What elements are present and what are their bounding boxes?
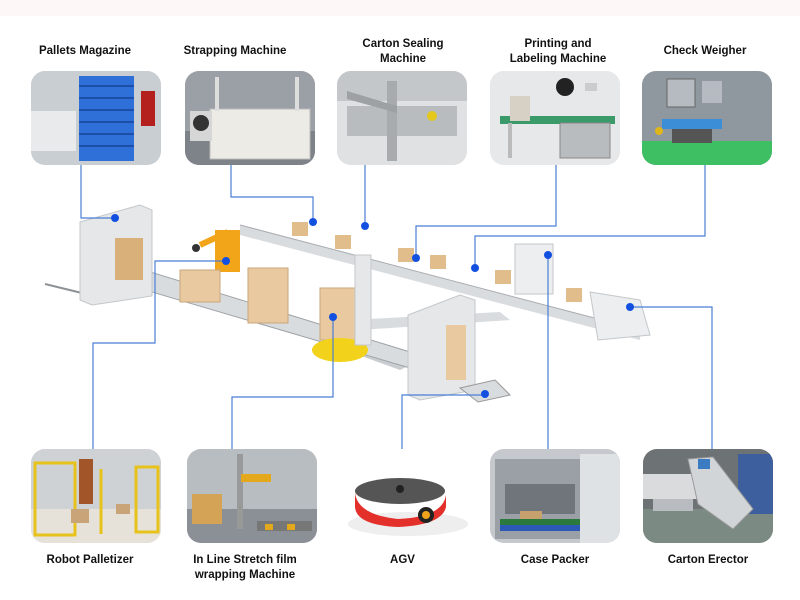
- label-strapping-machine: Strapping Machine: [183, 45, 287, 57]
- label-line: In Line Stretch film: [193, 554, 297, 566]
- callout-line-agv: [401, 394, 485, 450]
- pallets-magazine-unit: [79, 204, 153, 306]
- carton-stacks: [179, 267, 368, 362]
- label-line: wrapping Machine: [194, 569, 296, 581]
- photo-agv: [338, 449, 468, 543]
- callout-dot-carton-sealing: [361, 222, 369, 230]
- photo-carton-erector: [643, 449, 773, 543]
- wrapper-mast: [354, 254, 372, 346]
- callout-line-strapping-machine: [230, 165, 314, 222]
- callout-dot-check-weigher: [471, 264, 479, 272]
- photo-carton-sealing-machine: [337, 71, 467, 165]
- photo-check-weigher: [642, 71, 772, 165]
- label-printing-labeling-machine: Printing and Labeling Machine: [488, 37, 628, 67]
- label-check-weigher: Check Weigher: [663, 45, 747, 57]
- label-agv: AGV: [390, 554, 415, 566]
- callout-dot-stretch-wrapper: [329, 313, 337, 321]
- callout-line-pallets-magazine: [80, 165, 115, 219]
- photo-printing-labeling-machine: [490, 71, 620, 165]
- callout-line-printing-labeling: [415, 165, 557, 258]
- callout-dot-case-packer: [544, 251, 552, 259]
- callout-line-carton-erector: [630, 306, 713, 450]
- robot-palletizer-unit: [192, 229, 240, 272]
- photo-pallets-magazine: [31, 71, 161, 165]
- callout-line-stretch-wrapper: [231, 317, 334, 450]
- label-carton-sealing-machine: Carton Sealing Machine: [338, 37, 468, 67]
- label-line: Machine: [379, 53, 426, 65]
- label-case-packer: Case Packer: [520, 554, 590, 566]
- label-line: Printing and: [524, 38, 592, 50]
- top-band: [0, 0, 800, 16]
- callout-dot-strapping-machine: [309, 218, 317, 226]
- callout-line-check-weigher: [474, 165, 706, 268]
- label-line: Labeling Machine: [509, 53, 607, 65]
- label-line: Carton Sealing: [362, 38, 444, 50]
- callout-line-robot-palletizer: [92, 260, 226, 450]
- roller-conveyor-top: [239, 224, 641, 340]
- label-carton-erector: Carton Erector: [667, 554, 749, 566]
- label-pallets-magazine: Pallets Magazine: [38, 45, 132, 57]
- callout-dot-agv: [481, 390, 489, 398]
- photo-strapping-machine: [185, 71, 315, 165]
- callout-dot-printing-labeling: [412, 254, 420, 262]
- photo-case-packer: [490, 449, 620, 543]
- label-robot-palletizer: Robot Palletizer: [46, 554, 134, 566]
- label-stretch-film-wrapping-machine: In Line Stretch film wrapping Machine: [170, 553, 320, 583]
- photo-robot-palletizer: [31, 449, 161, 543]
- pallet-station-unit: [407, 294, 512, 403]
- photo-stretch-film-wrapping-machine: [187, 449, 317, 543]
- carton-erector-unit: [589, 291, 651, 341]
- callout-dot-robot-palletizer: [222, 257, 230, 265]
- callout-dot-carton-erector: [626, 303, 634, 311]
- callout-dot-pallets-magazine: [111, 214, 119, 222]
